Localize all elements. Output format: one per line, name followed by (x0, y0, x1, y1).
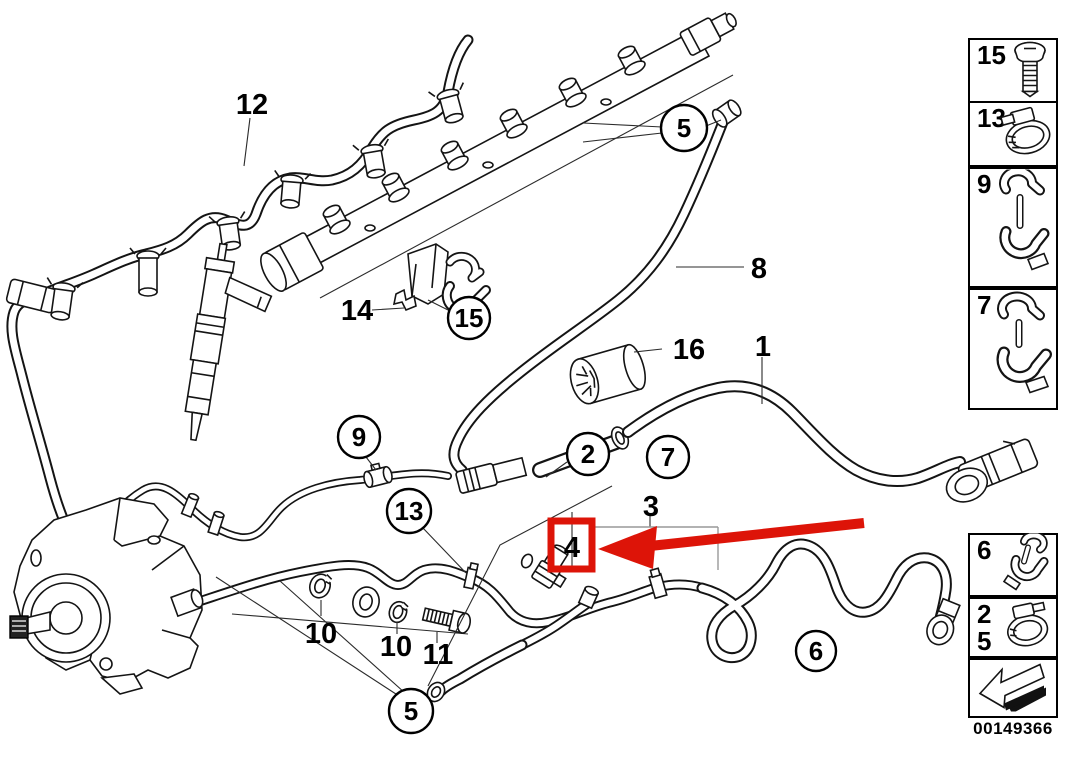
part-number-label: 7 (977, 290, 992, 320)
svg-text:13: 13 (395, 496, 424, 526)
svg-text:9: 9 (352, 422, 366, 452)
highlight-box[interactable]: 4 (547, 517, 596, 573)
sidebar-part-9[interactable]: 9 (968, 165, 1058, 288)
double-cable-clip-icon (992, 165, 1054, 286)
svg-text:5: 5 (404, 696, 418, 726)
hose-clamp-icon (998, 597, 1054, 658)
svg-text:10: 10 (380, 631, 412, 663)
callout-5-top[interactable]: 5 (659, 103, 709, 153)
svg-text:12: 12 (236, 89, 268, 121)
callout-6[interactable]: 6 (794, 629, 838, 673)
hose-clamp (428, 82, 465, 124)
svg-text:16: 16 (673, 334, 705, 366)
svg-text:8: 8 (751, 253, 767, 285)
fuel-hose-8 (448, 99, 742, 476)
cable-clip-icon (992, 291, 1054, 408)
svg-text:1: 1 (755, 331, 771, 363)
bushing (352, 586, 380, 618)
callout-12[interactable]: 12 (236, 89, 268, 121)
callout-5-bottom[interactable]: 5 (387, 687, 435, 735)
callout-9[interactable]: 9 (336, 414, 382, 460)
hose-clamp (274, 170, 312, 209)
svg-text:5: 5 (677, 113, 691, 143)
callout-1[interactable]: 1 (755, 331, 771, 363)
hose-clamp-icon (996, 102, 1054, 167)
callout-7[interactable]: 7 (645, 434, 691, 480)
banjo-bolt (421, 607, 472, 634)
svg-text:7: 7 (661, 442, 675, 472)
callout-3[interactable]: 3 (643, 491, 659, 523)
hose-clamp (208, 211, 246, 251)
callout-11[interactable]: 11 (423, 639, 454, 671)
high-pressure-pump (9, 497, 204, 695)
pipe-and-hose-1 (455, 380, 1039, 503)
seal-ring (388, 600, 411, 624)
callout-14[interactable]: 14 (341, 295, 373, 327)
part-number-label: 6 (977, 535, 992, 565)
fuel-line-3 (177, 538, 961, 703)
callout-10a[interactable]: 10 (305, 618, 337, 650)
direction-arrow-icon (974, 660, 1050, 717)
part-number-label: 15 (977, 40, 1006, 70)
sidebar-part-15[interactable]: 15 (968, 38, 1058, 103)
svg-text:10: 10 (305, 618, 337, 650)
svg-text:11: 11 (423, 639, 454, 671)
callout-8[interactable]: 8 (751, 253, 767, 285)
svg-text:4: 4 (564, 532, 580, 564)
fuel-injector (184, 242, 273, 442)
line-fitting (363, 462, 393, 489)
hose-clamp (648, 567, 668, 600)
hose-clamp (129, 247, 167, 297)
rail-sensor (679, 12, 737, 56)
image-code: 00149366 (973, 719, 1053, 738)
svg-text:15: 15 (455, 303, 484, 333)
hose-clamp (352, 138, 390, 179)
leader-lines (215, 117, 763, 697)
vibration-damper (569, 343, 646, 405)
part-number-label: 9 (977, 169, 992, 199)
svg-text:14: 14 (341, 295, 373, 327)
callout-13[interactable]: 13 (385, 487, 433, 535)
highlight-arrow (598, 518, 865, 569)
quick-connector (711, 99, 742, 128)
sidebar-part-6[interactable]: 6 (968, 531, 1058, 597)
svg-text:3: 3 (643, 491, 659, 523)
callout-15[interactable]: 15 (446, 295, 492, 341)
sidebar-direction-box[interactable] (968, 658, 1058, 718)
line-clamp (463, 561, 479, 590)
fuel-feed-line (82, 462, 452, 560)
callout-2[interactable]: 2 (565, 431, 611, 477)
spring-clip-icon (998, 531, 1054, 597)
callout-10b[interactable]: 10 (380, 631, 412, 663)
callout-16[interactable]: 16 (673, 334, 705, 366)
sidebar-part-13[interactable]: 13 (968, 101, 1058, 167)
hose-clamp (46, 277, 84, 321)
seals-and-bolt (231, 573, 472, 635)
svg-text:6: 6 (809, 636, 823, 666)
seal-ring (308, 573, 335, 599)
fuel-rail (260, 12, 737, 299)
fuel-return-hose (5, 34, 474, 562)
hose-end-connector (926, 597, 961, 646)
sidebar-part-7[interactable]: 7 (968, 288, 1058, 410)
screw-icon (1004, 39, 1054, 102)
svg-text:2: 2 (581, 439, 595, 469)
hose-end-connector (945, 438, 1039, 503)
